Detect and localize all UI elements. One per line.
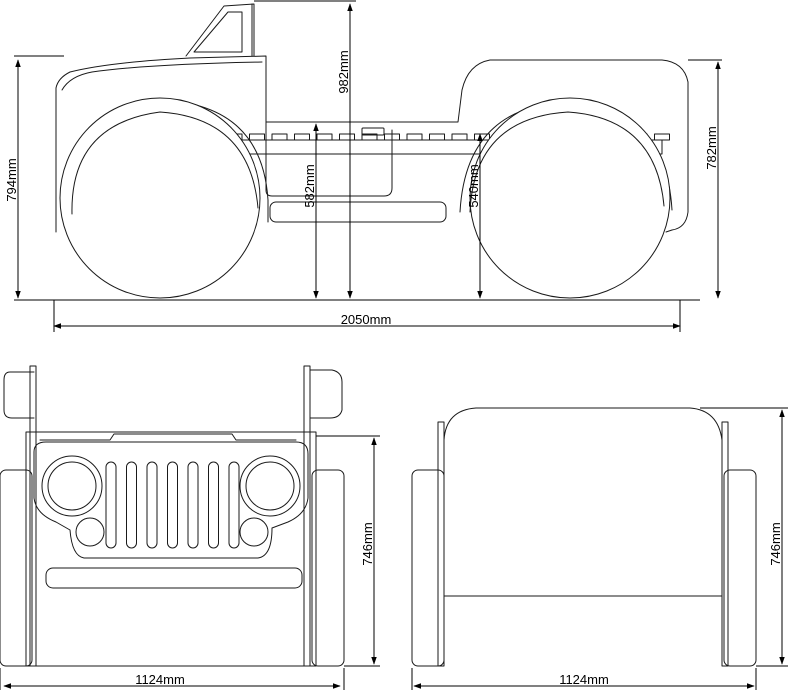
side-windshield-inner: [193, 11, 243, 53]
dim-overall-length: 2050mm: [341, 312, 392, 327]
bed-slat: [339, 133, 355, 141]
bed-slat: [654, 133, 670, 141]
bed-slat: [361, 133, 378, 141]
front-right-post: [303, 365, 311, 667]
side-door-panel: [265, 121, 393, 197]
side-view: 794mm 782mm 982mm 582mm 540mm 2050mm: [4, 0, 722, 332]
front-left-mirror: [3, 371, 35, 419]
grille-slot: [187, 461, 199, 549]
bed-slat: [316, 133, 333, 141]
grille-slot: [208, 461, 219, 549]
front-height-label: 746mm: [360, 522, 375, 565]
grille-slot: [146, 461, 158, 549]
rear-width-label: 1124mm: [559, 672, 609, 687]
rear-height-label: 746mm: [768, 522, 783, 565]
front-view: 746mm 1124mm: [0, 365, 380, 690]
rear-right-wheel-block: [723, 469, 757, 667]
rear-left-wheel-block: [411, 469, 445, 667]
side-step: [269, 201, 447, 223]
front-right-wheel-block: [311, 469, 345, 667]
side-door-handle: [361, 127, 385, 136]
grille-slot: [105, 461, 117, 549]
rear-left-post: [437, 421, 445, 667]
front-hood-top: [39, 433, 297, 441]
front-width-label: 1124mm: [135, 672, 185, 687]
side-front-wheel: [59, 97, 261, 299]
dim-windshield-height: 982mm: [336, 50, 351, 93]
front-board: [25, 431, 317, 667]
front-right-mirror: [309, 369, 343, 419]
grille-slot: [126, 461, 137, 549]
bed-slat: [249, 133, 265, 141]
front-left-wheel-block: [0, 469, 33, 667]
bed-slat: [451, 133, 468, 141]
front-grille-slots: [105, 461, 240, 549]
front-right-headlight: [239, 455, 301, 517]
bed-slat: [384, 133, 400, 141]
dim-side-panel-height: 582mm: [302, 164, 317, 207]
side-body-outline: [55, 55, 689, 233]
rear-view: 746mm 1124mm: [411, 407, 788, 690]
grille-slot: [167, 461, 178, 549]
front-bumper: [45, 567, 303, 589]
front-left-post: [29, 365, 37, 667]
dim-front-height: 794mm: [4, 158, 19, 201]
front-left-foglight: [75, 517, 105, 547]
side-windshield: [185, 3, 255, 57]
bed-slat: [271, 133, 288, 141]
side-front-fender-inner: [71, 111, 259, 215]
side-hood-line: [61, 61, 263, 91]
bed-slat: [294, 133, 310, 141]
side-rear-wheel: [469, 97, 671, 299]
dim-rear-fender-height: 540mm: [466, 164, 481, 207]
bed-slat: [429, 133, 445, 141]
front-right-headlight-inner: [245, 461, 295, 511]
dim-rear-height: 782mm: [704, 126, 719, 169]
rear-headboard: [443, 407, 723, 597]
front-right-foglight: [239, 517, 269, 547]
rear-right-post: [721, 421, 729, 667]
front-left-headlight-inner: [47, 461, 97, 511]
front-grille-outline: [33, 441, 309, 559]
grille-slot: [228, 461, 240, 549]
front-left-headlight: [41, 455, 103, 517]
bed-slat: [406, 133, 423, 141]
